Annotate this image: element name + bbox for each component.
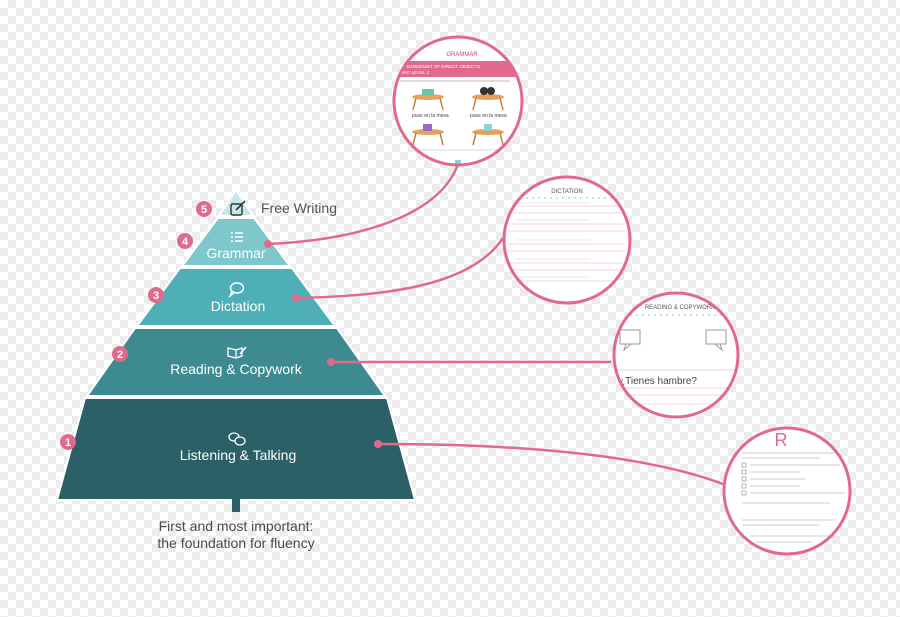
preview-dictation: DICTATION — [502, 175, 632, 305]
tier-3-number: 3 — [153, 290, 159, 302]
grammar-preview-banner-1: LA GARDENIST OF DIRECT OBJECTS — [400, 64, 480, 69]
arrow-up-icon — [226, 486, 246, 512]
grammar-preview-banner-2: UNIT LEVEL 1 — [400, 70, 430, 75]
pencil-square-icon — [230, 200, 246, 216]
tier-1-number: 1 — [65, 437, 71, 449]
dictation-preview-header: DICTATION — [551, 189, 582, 195]
chat-bubbles-icon — [228, 432, 246, 446]
tier-2-reading-copywork — [85, 327, 387, 397]
tier-4-number: 4 — [182, 236, 189, 248]
svg-text:LISTEN: LISTEN — [714, 463, 724, 495]
tier-1-number-badge — [60, 434, 76, 450]
grammar-preview-line-1: puse en la mesa — [412, 113, 449, 119]
listening-preview-letter: R — [775, 430, 788, 450]
tier-4-label: Grammar — [206, 245, 265, 261]
connector-lines — [263, 163, 729, 488]
foundation-line-1: First and most important: — [159, 518, 314, 534]
reading-preview-header: READING & COPYWORK — [645, 305, 715, 311]
tier-4-grammar — [180, 217, 292, 267]
list-icon — [231, 232, 243, 242]
tier-5-number-badge — [196, 201, 212, 217]
book-pencil-icon — [227, 346, 247, 359]
tier-3-label: Dictation — [211, 298, 265, 314]
connector-grammar — [267, 163, 460, 246]
connector-dictation — [295, 237, 505, 300]
preview-listening-talking: R — [714, 426, 852, 556]
tier-2-number-badge — [112, 346, 128, 362]
reading-preview-question: ¿Tienes hambre? — [619, 376, 697, 387]
preview-grammar: GRAMMAR LA GARDENIST OF DIRECT OBJECTS U… — [392, 35, 524, 167]
tier-3-number-badge — [148, 287, 164, 303]
tier-1-listening-talking — [55, 397, 417, 501]
tier-3-group: Dictation 3 — [148, 282, 265, 314]
tier-5-group: Free Writing 5 — [196, 200, 337, 217]
preview-reading-copywork: READING & COPYWORK ¿Tienes hambre? — [612, 291, 740, 419]
tier-1-label: Listening & Talking — [180, 447, 296, 463]
tier-5-label: Free Writing — [261, 200, 337, 216]
tier-4-number-badge — [177, 233, 193, 249]
tier-2-group: Reading & Copywork 2 — [112, 346, 303, 377]
tier-5-free-writing — [217, 188, 255, 217]
table-illustration — [412, 87, 504, 146]
tier-4-group: Grammar 4 — [177, 232, 266, 261]
tier-2-number: 2 — [117, 349, 123, 361]
grammar-preview-line-2: puse en la mesa — [470, 113, 507, 119]
tier-3-dictation — [135, 267, 337, 327]
learning-pyramid — [55, 188, 417, 501]
tier-1-group: Listening & Talking 1 — [60, 432, 296, 463]
tier-2-label: Reading & Copywork — [170, 361, 303, 377]
grammar-preview-header: GRAMMAR — [446, 52, 478, 58]
connector-listening — [377, 442, 729, 488]
tier-5-number: 5 — [201, 204, 207, 216]
speech-bubble-icon — [228, 282, 245, 299]
foundation-line-2: the foundation for fluency — [157, 535, 314, 551]
